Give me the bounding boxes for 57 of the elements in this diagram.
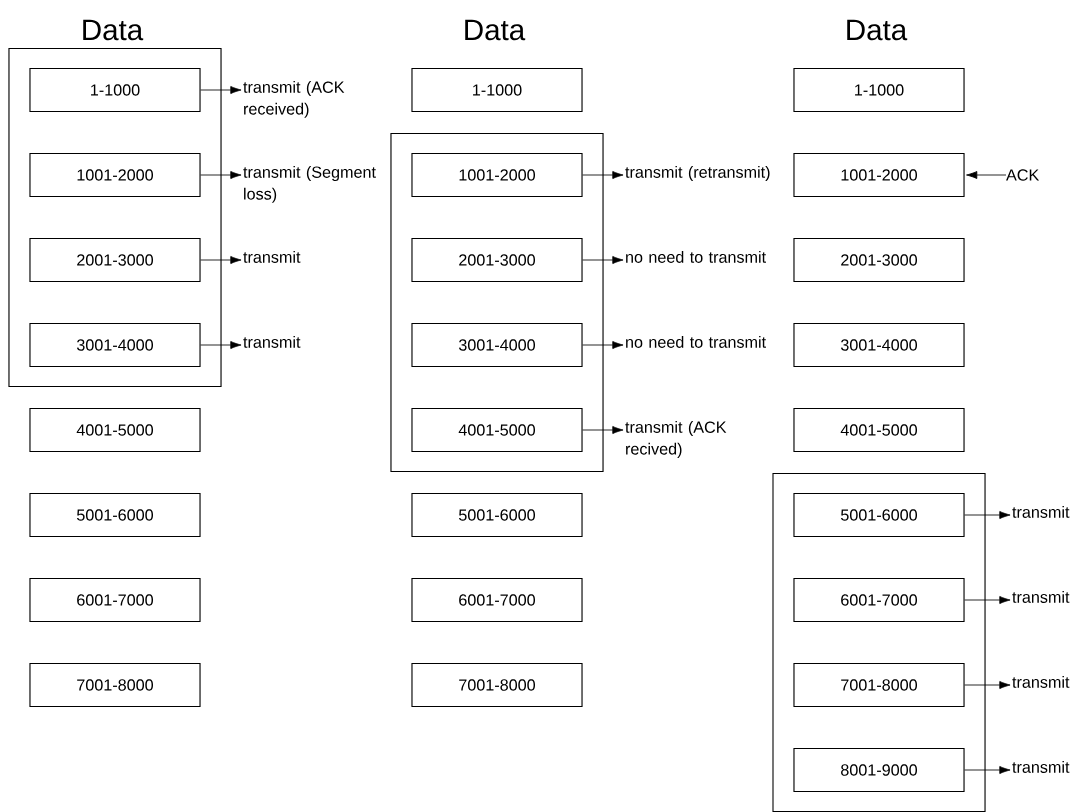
status-text: transmit (ACK recived) (625, 421, 727, 458)
status-text: no need to transmit (626, 336, 766, 348)
arrow (200, 256, 242, 264)
status-text: no need to transmit (626, 251, 766, 263)
segment-box: 3001-4000 (29, 322, 201, 368)
arrow (964, 511, 1011, 519)
column-heading: Data (847, 19, 908, 41)
column-heading: Data (465, 19, 526, 41)
arrow (964, 766, 1011, 774)
segment-box: 6001-7000 (793, 577, 965, 623)
segment-box: 4001-5000 (29, 407, 201, 453)
segment-box: 7001-8000 (29, 662, 201, 708)
status-text: transmit (retransmit) (625, 166, 770, 182)
segment-box: 1001-2000 (411, 152, 583, 198)
arrow (582, 256, 624, 264)
segment-box: 3001-4000 (793, 322, 965, 368)
status-text: transmit (ACK received) (243, 81, 345, 118)
arrow (964, 596, 1011, 604)
segment-box: 4001-5000 (793, 407, 965, 453)
segment-box: 6001-7000 (411, 577, 583, 623)
status-text: transmit (1012, 761, 1070, 773)
arrow (582, 426, 624, 434)
segment-box: 5001-6000 (29, 492, 201, 538)
status-text: transmit (243, 251, 301, 263)
segment-box: 1001-2000 (793, 152, 965, 198)
status-text: transmit (Segment loss) (243, 166, 376, 203)
status-text: transmit (1012, 506, 1070, 518)
segment-box: 7001-8000 (411, 662, 583, 708)
window-box (8, 47, 222, 388)
segment-box: 2001-3000 (411, 237, 583, 283)
status-text: transmit (243, 336, 301, 348)
arrow (582, 341, 624, 349)
arrow (582, 171, 624, 179)
segment-box: 1-1000 (793, 67, 965, 113)
status-text: transmit (1012, 591, 1070, 603)
segment-box: 7001-8000 (793, 662, 965, 708)
column-heading: Data (83, 19, 144, 41)
segment-box: 3001-4000 (411, 322, 583, 368)
segment-box: 2001-3000 (793, 237, 965, 283)
arrow (966, 171, 1007, 179)
segment-box: 5001-6000 (793, 492, 965, 538)
segment-box: 1-1000 (29, 67, 201, 113)
segment-box: 2001-3000 (29, 237, 201, 283)
arrow (200, 341, 242, 349)
segment-box: 1-1000 (411, 67, 583, 113)
arrow (200, 86, 242, 94)
status-text: transmit (1012, 676, 1070, 688)
window-box (772, 472, 986, 812)
segment-box: 5001-6000 (411, 492, 583, 538)
segment-box: 1001-2000 (29, 152, 201, 198)
arrow (200, 171, 242, 179)
segment-box: 8001-9000 (793, 747, 965, 793)
arrow (964, 681, 1011, 689)
segment-box: 4001-5000 (411, 407, 583, 453)
window-box (390, 132, 604, 473)
ack-text: ACK (1006, 169, 1040, 181)
segment-box: 6001-7000 (29, 577, 201, 623)
